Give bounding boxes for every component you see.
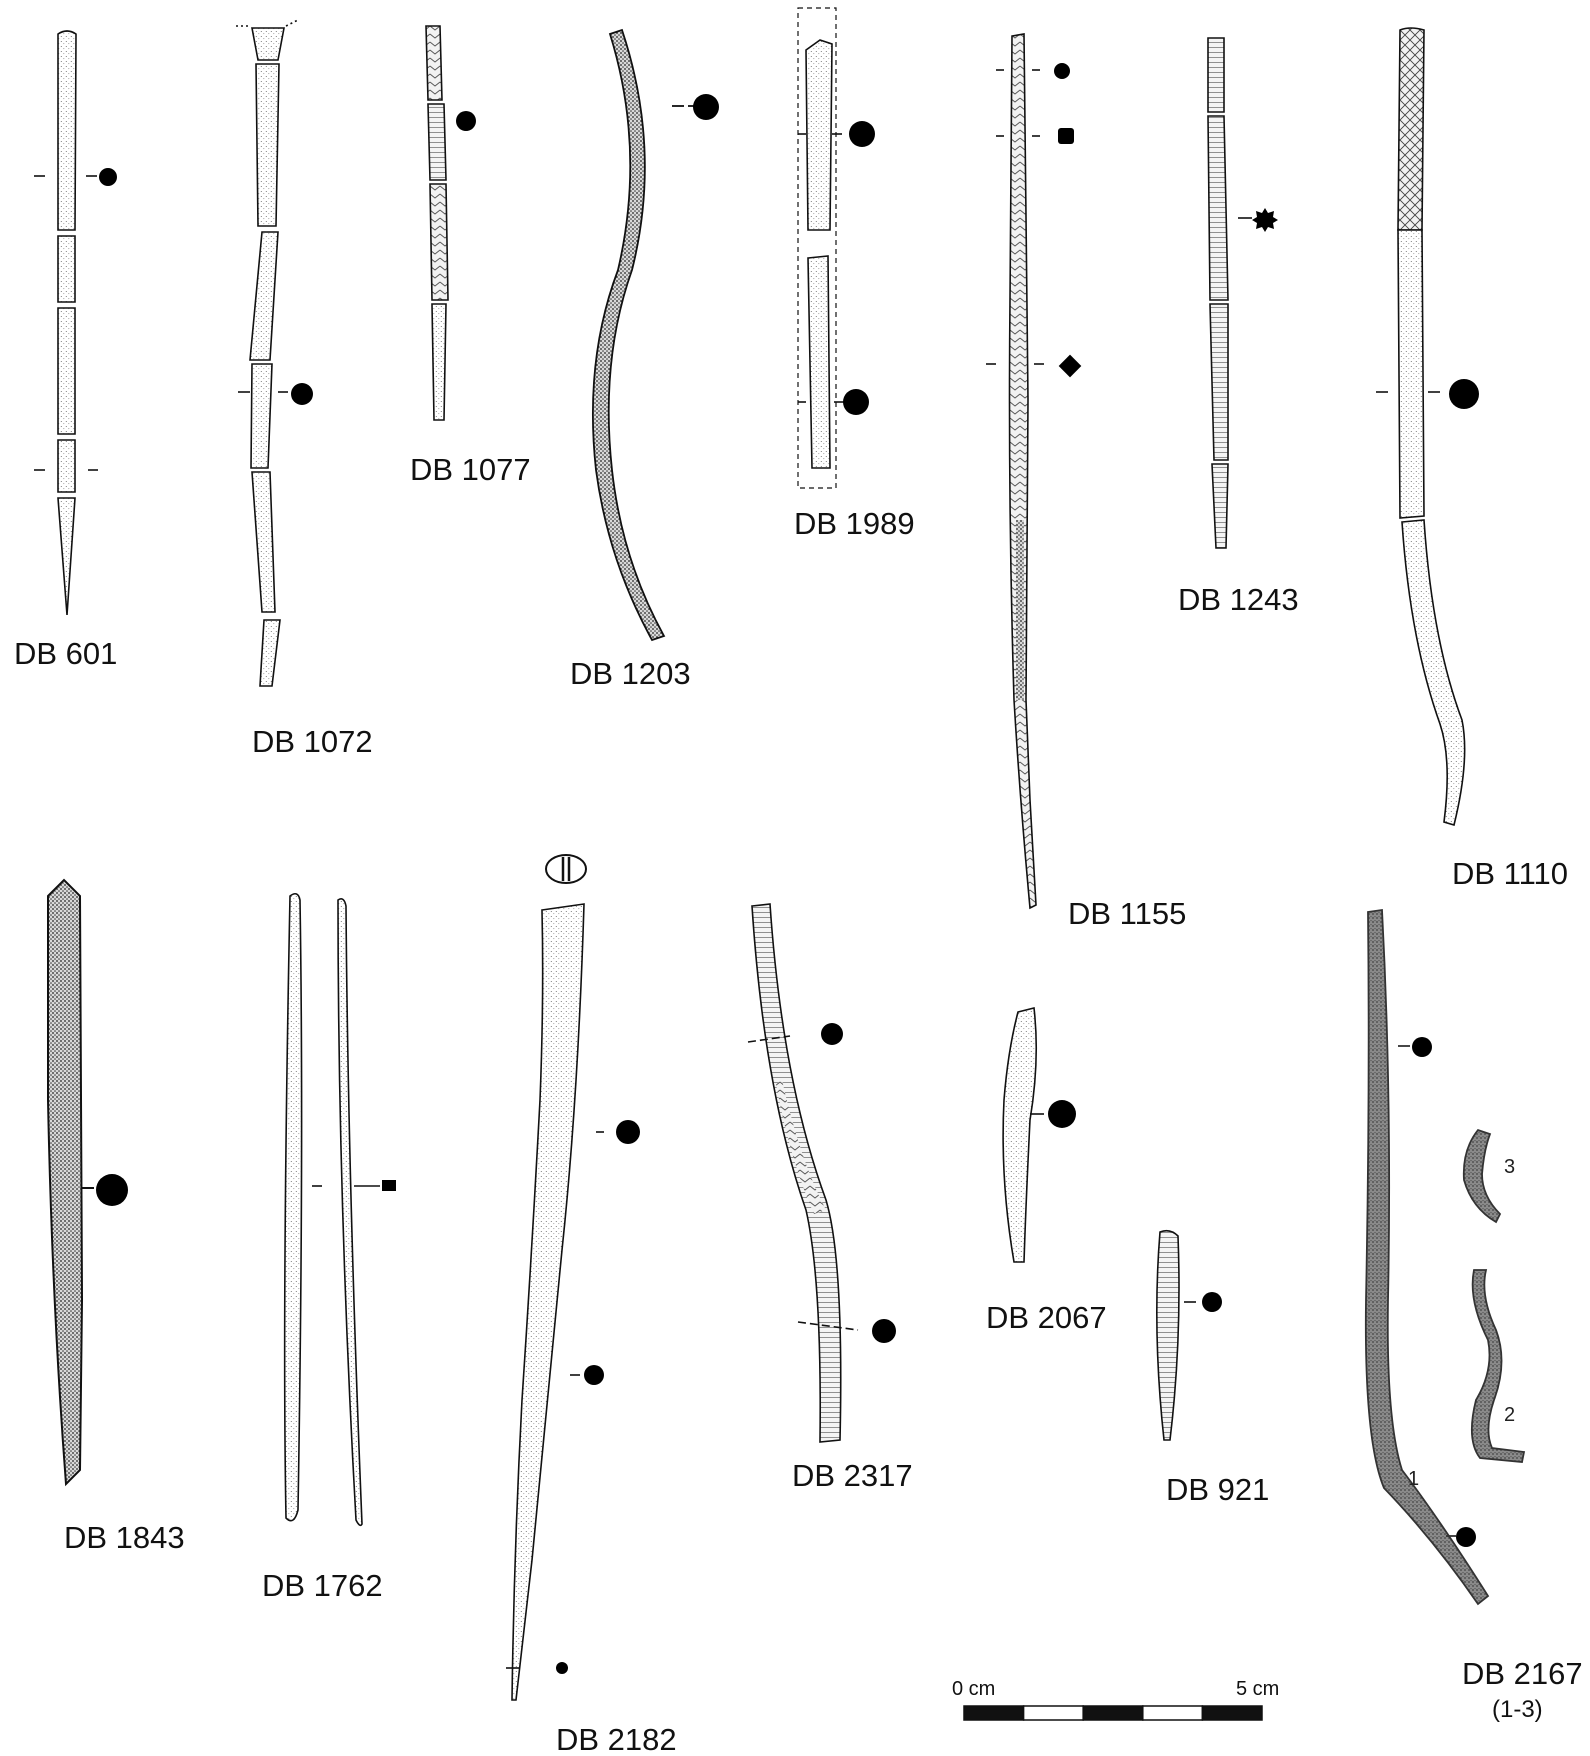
artifact-db2317-drawing (747, 903, 896, 1443)
label-db1077: DB 1077 (410, 452, 531, 487)
label-db601: DB 601 (14, 636, 118, 671)
artifact-db1110-drawing (1376, 27, 1479, 827)
artifact-db2182-drawing (506, 854, 640, 1701)
fragment-number-3: 3 (1504, 1156, 1516, 1178)
artifact-db601-drawing (34, 30, 117, 616)
artifact-db1155-drawing (986, 33, 1082, 910)
artifact-db1843-drawing (47, 878, 128, 1487)
scale-bar-segment (1201, 1705, 1263, 1721)
label-db2182: DB 2182 (556, 1722, 677, 1756)
label-db2067: DB 2067 (986, 1300, 1107, 1335)
label-db1203: DB 1203 (570, 656, 691, 691)
artifact-db1077-drawing (425, 25, 476, 421)
scale-bar (963, 1705, 1263, 1721)
label-db1110: DB 1110 (1452, 856, 1569, 891)
label-db2167: DB 2167 (1462, 1656, 1583, 1691)
artifact-db921-drawing (1156, 1229, 1222, 1441)
fragment-number-1: 1 (1408, 1468, 1420, 1490)
label-db1989: DB 1989 (794, 506, 915, 541)
label-db2317: DB 2317 (792, 1458, 913, 1493)
artifact-db1203-drawing (591, 28, 719, 642)
label-db1155: DB 1155 (1068, 896, 1187, 931)
fragment-number-2: 2 (1504, 1404, 1516, 1426)
label-db1843: DB 1843 (64, 1520, 185, 1555)
scale-bar-segment (1082, 1705, 1144, 1721)
artifact-db1243-drawing (1207, 37, 1278, 549)
artifact-db2067-drawing (1002, 1007, 1076, 1263)
artifact-db1072-drawing (236, 19, 313, 687)
label-db1762: DB 1762 (262, 1568, 383, 1603)
artifact-db1762-drawing (283, 892, 396, 1527)
label-db1072: DB 1072 (252, 724, 373, 759)
label-db921: DB 921 (1166, 1472, 1270, 1507)
scale-bar-start-label: 0 cm (952, 1678, 996, 1700)
artifact-db1989-drawing (797, 7, 875, 489)
label-db1243: DB 1243 (1178, 582, 1299, 617)
scale-bar-end-label: 5 cm (1236, 1678, 1280, 1700)
scale-bar-segment (1142, 1705, 1204, 1721)
scale-bar-segment (963, 1705, 1025, 1721)
artifact-db2167-drawing (1364, 908, 1526, 1606)
label-db2167-range: (1-3) (1492, 1696, 1543, 1723)
scale-bar-segment (1022, 1705, 1084, 1721)
